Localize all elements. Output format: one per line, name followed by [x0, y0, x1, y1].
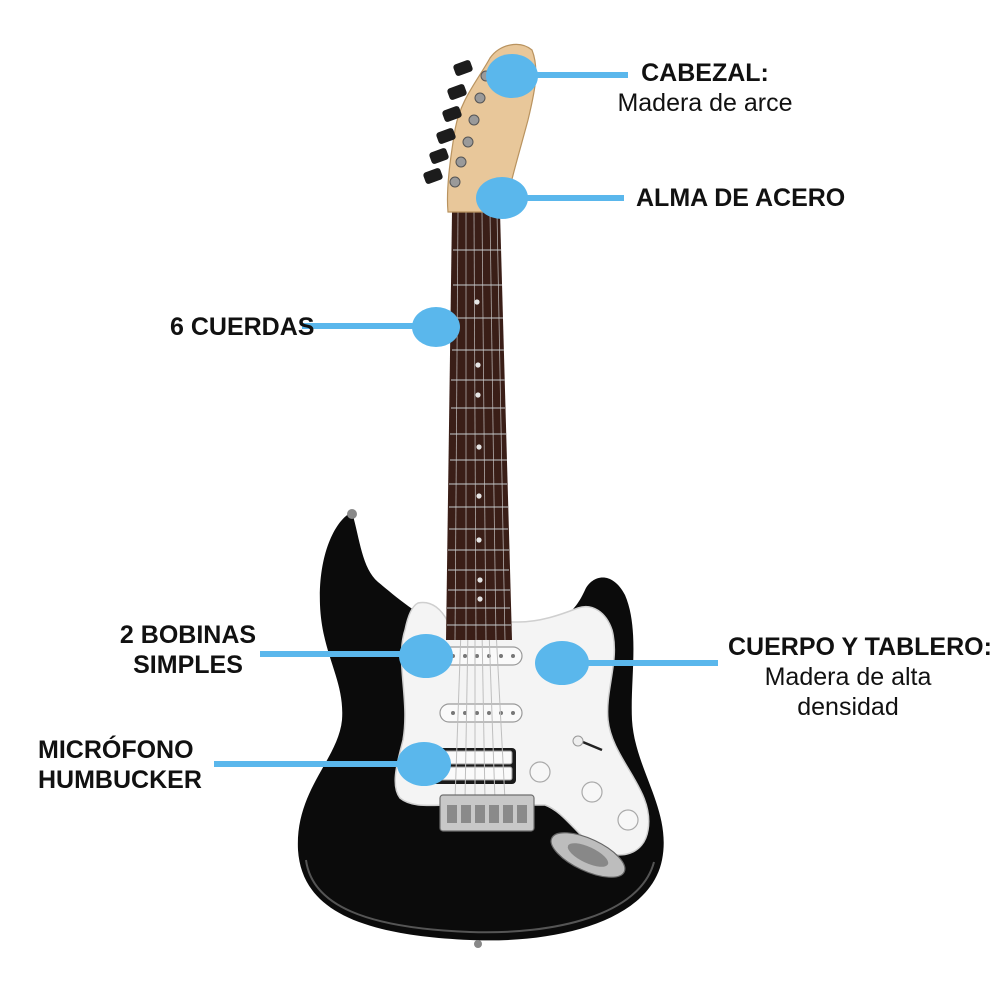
single-coil-pickup-2	[439, 703, 523, 723]
label-microfono: MICRÓFONO HUMBUCKER	[38, 735, 202, 795]
callout-dot	[535, 641, 589, 685]
callout-dot	[397, 742, 451, 786]
callout-cuerpo	[535, 641, 718, 685]
label-cabezal-title: CABEZAL:	[641, 59, 769, 87]
strings-neck	[454, 211, 506, 641]
callout-dot	[476, 177, 528, 219]
callout-bobinas	[260, 634, 453, 678]
callout-cabezal	[486, 54, 628, 98]
label-cabezal: CABEZAL: Madera de arce	[610, 58, 800, 118]
callout-microfono	[214, 742, 451, 786]
fret-markers	[474, 299, 483, 602]
humbucker-pickup	[432, 748, 516, 784]
label-microfono-line2: HUMBUCKER	[38, 766, 202, 794]
control-knobs	[529, 735, 639, 831]
label-cuerdas-title: 6 CUERDAS	[170, 313, 315, 341]
output-jack	[550, 832, 626, 878]
callout-dot	[399, 634, 453, 678]
label-bobinas: 2 BOBINAS SIMPLES	[118, 620, 258, 680]
strap-button	[347, 509, 357, 519]
label-cuerpo-title: CUERPO Y TABLERO:	[728, 633, 992, 661]
callout-dot	[486, 54, 538, 98]
callout-alma	[476, 177, 624, 219]
label-bobinas-line2: SIMPLES	[133, 651, 243, 679]
label-cuerpo-line2: Madera de alta	[764, 663, 932, 691]
label-microfono-line1: MICRÓFONO	[38, 736, 194, 764]
label-bobinas-line1: 2 BOBINAS	[119, 621, 257, 649]
label-alma-title: ALMA DE ACERO	[636, 184, 846, 212]
frets	[447, 249, 511, 626]
bridge	[439, 794, 535, 832]
callout-cuerdas	[302, 307, 460, 347]
strap-button-bottom	[474, 940, 482, 948]
label-cuerpo-line3: densidad	[797, 693, 899, 721]
strings-body	[454, 629, 506, 801]
label-alma: ALMA DE ACERO	[636, 183, 845, 213]
label-cuerpo: CUERPO Y TABLERO: Madera de alta densida…	[728, 632, 992, 722]
label-cuerdas: 6 CUERDAS	[170, 312, 314, 342]
tuning-pegs	[423, 60, 492, 188]
label-cabezal-subtitle: Madera de arce	[617, 89, 793, 117]
fretboard	[446, 212, 512, 640]
callout-dot	[412, 307, 460, 347]
body-highlight	[305, 859, 655, 934]
